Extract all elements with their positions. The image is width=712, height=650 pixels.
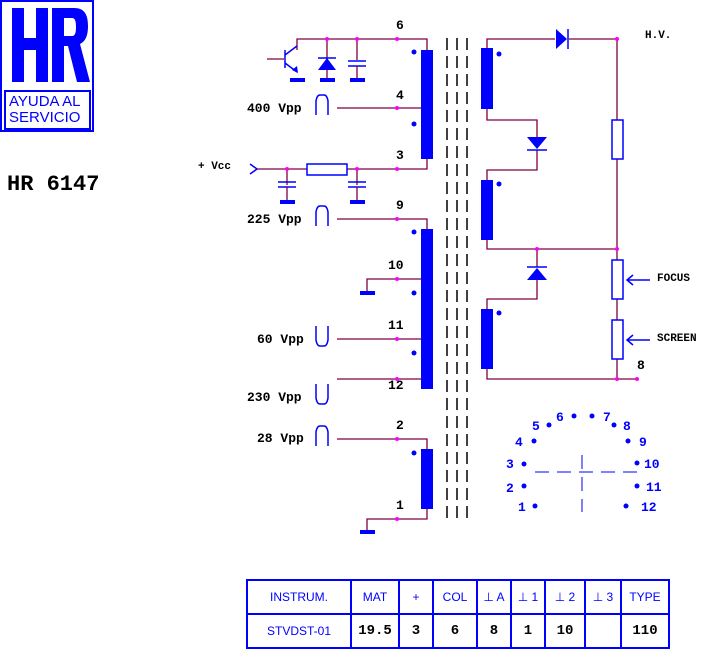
table-row: STVDST-01 19.5 3 6 8 1 10 110	[246, 613, 670, 649]
resistor-icon	[306, 163, 348, 176]
socket-pin-label: 9	[639, 435, 647, 450]
pin-12-label: 12	[388, 378, 404, 393]
focus-arrow-icon	[625, 274, 650, 286]
label-screen: SCREEN	[657, 333, 697, 345]
label-28vpp: 28 Vpp	[257, 431, 304, 446]
label-400vpp: 400 Vpp	[247, 101, 302, 116]
pin-8-label: 8	[637, 358, 645, 373]
screen-potentiometer	[611, 319, 624, 360]
node-dots	[285, 37, 639, 521]
value-cell	[584, 613, 622, 649]
socket-pin-label: 11	[646, 480, 662, 495]
pulse-negative-icon	[315, 326, 329, 347]
model-title: HR 6147	[7, 172, 100, 197]
header-cell: INSTRUM.	[246, 579, 352, 615]
header-cell: ⊥ A	[476, 579, 512, 615]
crt-socket-diagram: 1 2 3 4 5 6 7 8 9 10 11 12	[506, 410, 662, 515]
socket-pin-label: 1	[518, 500, 526, 515]
value-cell: 1	[510, 613, 546, 649]
specs-table: INSTRUM. MAT + COL ⊥ A ⊥ 1 ⊥ 2 ⊥ 3 TYPE …	[246, 579, 670, 649]
capacitor-icon	[348, 60, 366, 82]
pin-1-label: 1	[396, 498, 404, 513]
header-cell: ⊥ 1	[510, 579, 546, 615]
header-cell: +	[398, 579, 434, 615]
pulse-positive-icon	[315, 425, 329, 446]
label-230vpp: 230 Vpp	[247, 390, 302, 405]
value-cell: 110	[620, 613, 670, 649]
value-cell: 3	[398, 613, 434, 649]
socket-pin-label: 4	[515, 435, 523, 450]
socket-pin-label: 12	[641, 500, 657, 515]
header-cell: TYPE	[620, 579, 670, 615]
diode-icon	[527, 137, 547, 151]
pin-10-label: 10	[388, 258, 404, 273]
transistor-icon	[267, 45, 305, 82]
socket-pin-label: 3	[506, 457, 514, 472]
value-cell: 10	[544, 613, 586, 649]
screen-arrow-icon	[625, 334, 650, 346]
pulse-positive-icon	[315, 205, 329, 226]
value-cell: STVDST-01	[246, 613, 352, 649]
value-cell: 8	[476, 613, 512, 649]
socket-pin-label: 10	[644, 457, 660, 472]
socket-pin-label: 5	[532, 419, 540, 434]
socket-pin-label: 6	[556, 410, 564, 425]
value-cell: 19.5	[350, 613, 400, 649]
pin-2-label: 2	[396, 418, 404, 433]
capacitor-icon	[278, 181, 296, 204]
socket-pin-label: 8	[623, 419, 631, 434]
resistor-icon	[611, 119, 624, 160]
ground-icon	[360, 530, 375, 534]
header-cell: MAT	[350, 579, 400, 615]
logo-line1: AYUDA AL	[9, 93, 81, 110]
pulse-positive-icon	[315, 94, 329, 115]
value-cell: 6	[432, 613, 478, 649]
pin-6-label: 6	[396, 18, 404, 33]
label-225vpp: 225 Vpp	[247, 212, 302, 227]
hv-diode-icon	[556, 29, 569, 49]
transformer-core	[446, 38, 468, 520]
pin-3-label: 3	[396, 148, 404, 163]
label-focus: FOCUS	[657, 273, 690, 285]
pin-9-label: 9	[396, 198, 404, 213]
secondary-wiring	[481, 38, 637, 380]
vcc-input-arrow-icon	[249, 163, 259, 175]
header-cell: ⊥ 2	[544, 579, 586, 615]
logo-line2: SERVICIO	[9, 109, 81, 126]
header-cell: ⊥ 3	[584, 579, 622, 615]
label-60vpp: 60 Vpp	[257, 332, 304, 347]
diode-icon	[527, 266, 547, 280]
label-vcc: + Vcc	[198, 161, 231, 173]
capacitor-icon	[348, 181, 366, 204]
primary-coils	[411, 49, 433, 509]
socket-pin-label: 7	[603, 410, 611, 425]
table-header-row: INSTRUM. MAT + COL ⊥ A ⊥ 1 ⊥ 2 ⊥ 3 TYPE	[246, 579, 670, 615]
hr-logo-letters	[12, 8, 90, 82]
focus-potentiometer	[611, 259, 624, 300]
ground-icon	[360, 291, 375, 295]
pin-4-label: 4	[396, 88, 404, 103]
header-cell: COL	[432, 579, 478, 615]
pulse-negative-icon	[315, 384, 329, 405]
pin-11-label: 11	[388, 318, 404, 333]
diode-icon	[318, 57, 336, 82]
label-hv: H.V.	[645, 30, 671, 42]
socket-pin-label: 2	[506, 481, 514, 496]
